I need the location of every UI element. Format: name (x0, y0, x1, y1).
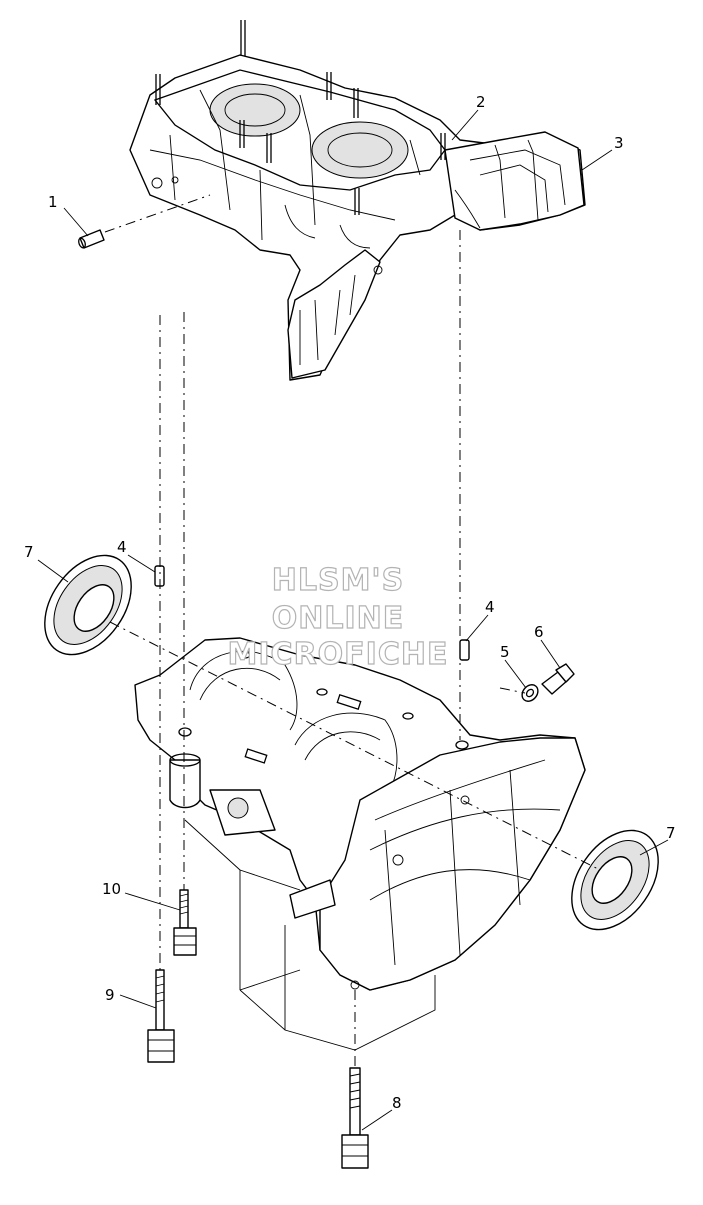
callout-5: 5 (500, 643, 510, 661)
callout-7-right: 7 (666, 824, 676, 842)
callout-2: 2 (476, 93, 486, 111)
part-drain-plug-6 (541, 663, 575, 695)
part-bolt-9 (147, 969, 175, 1063)
watermark-line-1: HLSM'S (272, 563, 404, 598)
callout-6: 6 (534, 623, 544, 641)
callout-1: 1 (48, 193, 58, 211)
assembly-lines (104, 194, 601, 1068)
leader-lines (37, 109, 669, 1131)
callout-4-left: 4 (117, 538, 127, 556)
callout-3: 3 (614, 134, 624, 152)
callout-10: 10 (102, 880, 121, 898)
callout-8: 8 (392, 1094, 402, 1112)
part-bolt-8 (341, 1067, 369, 1169)
crankcase-lower (134, 637, 586, 1051)
callout-7-left: 7 (24, 543, 34, 561)
watermark: HLSM'S ONLINE MICROFICHE (227, 562, 449, 672)
part-dowel-pin-1 (78, 229, 105, 249)
part-oil-seal-7-left (44, 554, 132, 656)
watermark-line-3: MICROFICHE (228, 637, 449, 672)
part-bolt-10 (173, 889, 197, 956)
part-oil-seal-7-right (571, 829, 659, 931)
callout-9: 9 (105, 986, 115, 1004)
watermark-line-2: ONLINE (272, 601, 405, 636)
studs-upper (155, 20, 446, 215)
callout-4-right: 4 (485, 598, 495, 616)
part-dowel-pin-4-right (459, 639, 470, 661)
part-washer-5 (521, 684, 539, 702)
